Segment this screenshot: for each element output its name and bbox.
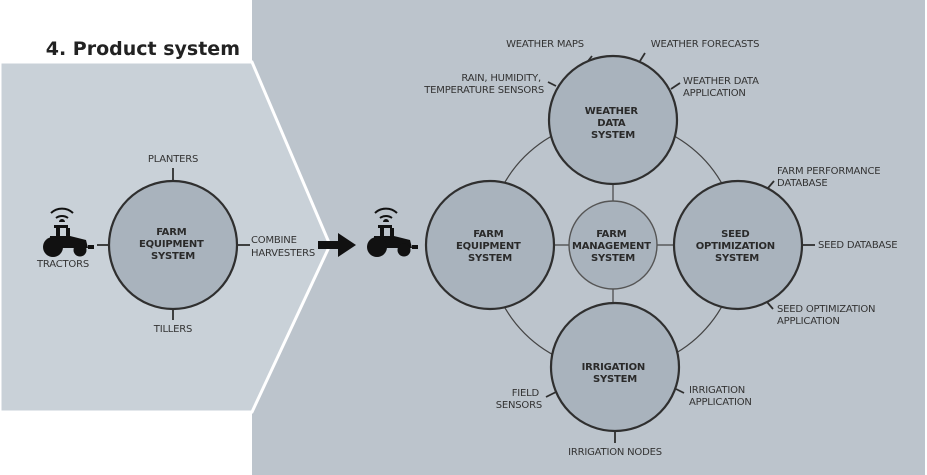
combine-harvesters-label: COMBINE HARVESTERS bbox=[251, 235, 315, 259]
farm-equipment-system-label: FARM EQUIPMENT SYSTEM bbox=[456, 229, 524, 264]
arrow-right-icon bbox=[318, 233, 356, 257]
field-sensors-label: FIELD SENSORS bbox=[496, 388, 542, 411]
weather-maps-label: WEATHER MAPS bbox=[506, 39, 584, 50]
farm-management-system-label: FARM MANAGEMENT SYSTEM bbox=[572, 229, 654, 264]
irrigation-system-circle bbox=[549, 301, 681, 433]
seed-optimization-system-circle bbox=[672, 179, 804, 311]
seed-database-label: SEED DATABASE bbox=[818, 240, 897, 251]
irrigation-system-label: IRRIGATION SYSTEM bbox=[582, 362, 649, 385]
farm-performance-database-label: FARM PERFORMANCE DATABASE bbox=[777, 166, 883, 189]
left-farm-equipment-label: FARM EQUIPMENT SYSTEM bbox=[139, 227, 207, 262]
seed-optimization-system-label: SEED OPTIMIZATION SYSTEM bbox=[696, 229, 779, 264]
left-farm-equipment-group: FARM EQUIPMENT SYSTEM PLANTERS TILLERS T… bbox=[36, 154, 315, 335]
planters-label: PLANTERS bbox=[148, 154, 198, 165]
left-farm-equipment-circle bbox=[107, 179, 239, 311]
weather-sensors-label: RAIN, HUMIDITY, TEMPERATURE SENSORS bbox=[423, 73, 544, 96]
tractors-label: TRACTORS bbox=[36, 259, 89, 270]
weather-forecasts-label: WEATHER FORECASTS bbox=[651, 39, 759, 50]
farm-management-system-circle bbox=[568, 200, 658, 290]
irrigation-nodes-label: IRRIGATION NODES bbox=[568, 447, 662, 458]
page-title: 4. Product system bbox=[46, 38, 240, 60]
seed-optimization-application-label: SEED OPTIMIZATION APPLICATION bbox=[777, 304, 878, 327]
weather-data-application-label: WEATHER DATA APPLICATION bbox=[683, 76, 762, 99]
weather-data-system-circle bbox=[547, 54, 679, 186]
tillers-label: TILLERS bbox=[153, 324, 192, 335]
weather-data-system-label: WEATHER DATA SYSTEM bbox=[585, 106, 641, 141]
farm-equipment-system-circle bbox=[424, 179, 556, 311]
irrigation-application-label: IRRIGATION APPLICATION bbox=[689, 385, 752, 408]
